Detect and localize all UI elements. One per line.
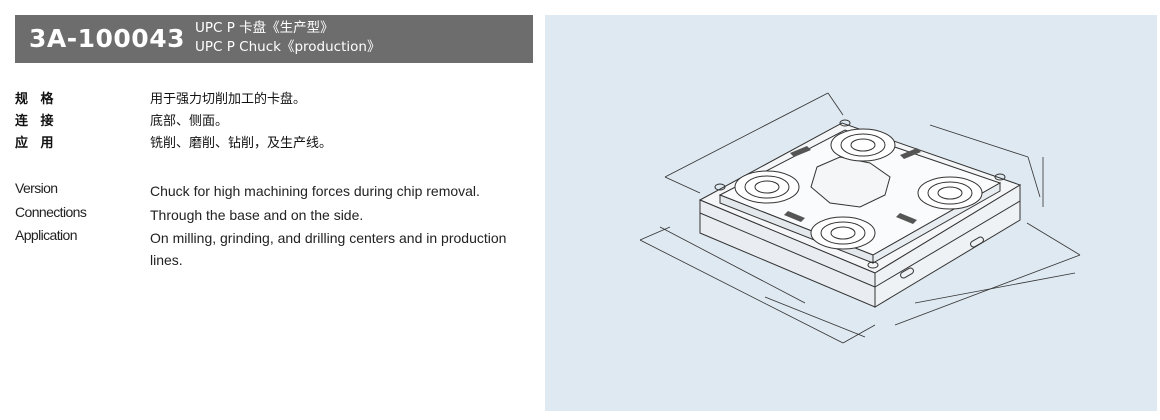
technical-drawing-panel <box>545 15 1157 411</box>
spec-value: 底部、侧面。 <box>150 114 229 129</box>
chuck-module <box>830 128 896 162</box>
spec-label: 连 接 <box>15 114 58 129</box>
spec-label: Connections <box>15 204 87 220</box>
chuck-isometric-drawing <box>639 92 1081 344</box>
corner-holes <box>714 119 1006 269</box>
spec-label: Version <box>15 180 58 196</box>
clamping-bars <box>784 146 921 224</box>
product-title-en: UPC P Chuck《production》 <box>195 39 381 55</box>
spec-value: 铣削、磨削、钻削，及生产线。 <box>150 136 333 151</box>
spec-value: On milling, grinding, and drilling cente… <box>150 230 507 268</box>
chuck-module <box>917 176 983 210</box>
dimension-lines <box>639 92 1081 344</box>
spec-label: Application <box>15 227 77 243</box>
side-slots <box>900 236 984 279</box>
spec-value: 用于强力切削加工的卡盘。 <box>150 92 307 107</box>
chuck-module <box>734 170 800 204</box>
spec-value: Chuck for high machining forces during c… <box>150 183 480 199</box>
spec-label: 应 用 <box>15 136 58 151</box>
product-title-cn: UPC P 卡盘《生产型》 <box>195 20 334 36</box>
product-code: 3A-100043 <box>29 24 185 53</box>
product-header: 3A-100043 UPC P 卡盘《生产型》 UPC P Chuck《prod… <box>15 15 533 63</box>
product-title: UPC P 卡盘《生产型》 UPC P Chuck《production》 <box>195 19 380 57</box>
spec-value: Through the base and on the side. <box>150 207 364 223</box>
spec-label: 规 格 <box>15 92 58 107</box>
chuck-module <box>810 216 876 250</box>
